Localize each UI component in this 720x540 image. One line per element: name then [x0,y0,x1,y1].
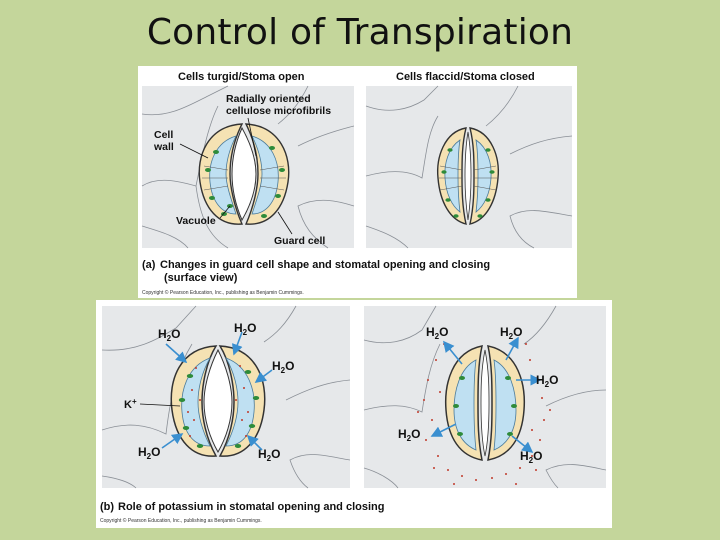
heading-turgid: Cells turgid/Stoma open [178,71,305,83]
svg-text:H2O: H2O [500,325,522,341]
svg-text:H2O: H2O [536,373,558,389]
copyright-b: Copyright © Pearson Education, Inc., pub… [100,517,262,524]
panel-b-potassium-role: H2O H2O H2O H2O H2O K+ [96,300,612,528]
water-label-5: H2O [258,447,280,463]
heading-flaccid: Cells flaccid/Stoma closed [396,71,535,83]
caption-b-line1: Role of potassium in stomatal opening an… [118,501,384,513]
closed-stoma [437,127,499,225]
svg-text:H2O: H2O [520,449,542,465]
open-stoma [198,123,290,225]
label-microfibrils-1: Radially oriented [226,93,311,105]
svg-text:H2O: H2O [138,445,160,461]
svg-text:K+: K+ [124,397,137,411]
caption-b-prefix: (b) [100,501,114,513]
potassium-label: K+ [124,397,137,411]
water-label-4: H2O [138,445,160,461]
panel-b-diagram: H2O H2O H2O H2O H2O K+ [100,305,607,524]
svg-text:H2O: H2O [272,359,294,375]
svg-text:H2O: H2O [426,325,448,341]
label-guard-cell: Guard cell [274,235,325,247]
water-label-3: H2O [272,359,294,375]
caption-a-line1: Changes in guard cell shape and stomatal… [160,259,490,271]
label-microfibrils-2: cellulose microfibrils [226,105,331,117]
water-label-10: H2O [520,449,542,465]
water-label-6: H2O [426,325,448,341]
copyright-a: Copyright © Pearson Education, Inc., pub… [142,289,304,296]
water-label-8: H2O [536,373,558,389]
water-label-9: H2O [398,427,420,443]
caption-a-prefix: (a) [142,259,156,271]
svg-text:H2O: H2O [398,427,420,443]
water-label-1: H2O [158,327,180,343]
svg-text:H2O: H2O [234,321,256,337]
label-cell-wall-2: wall [153,141,174,153]
svg-text:H2O: H2O [158,327,180,343]
label-cell-wall-1: Cell [154,129,173,141]
water-label-7: H2O [500,325,522,341]
panel-a-diagram: Cells turgid/Stoma open Cells flaccid/St… [141,71,573,296]
open-stoma-b [170,345,266,457]
water-label-2: H2O [234,321,256,337]
caption-a-line2: (surface view) [164,272,238,284]
label-vacuole: Vacuole [176,215,216,227]
panel-a-guard-cell-shape: Cells turgid/Stoma open Cells flaccid/St… [138,66,577,298]
slide-title: Control of Transpiration [146,12,574,53]
svg-text:H2O: H2O [258,447,280,463]
closed-stoma-b [444,345,526,461]
